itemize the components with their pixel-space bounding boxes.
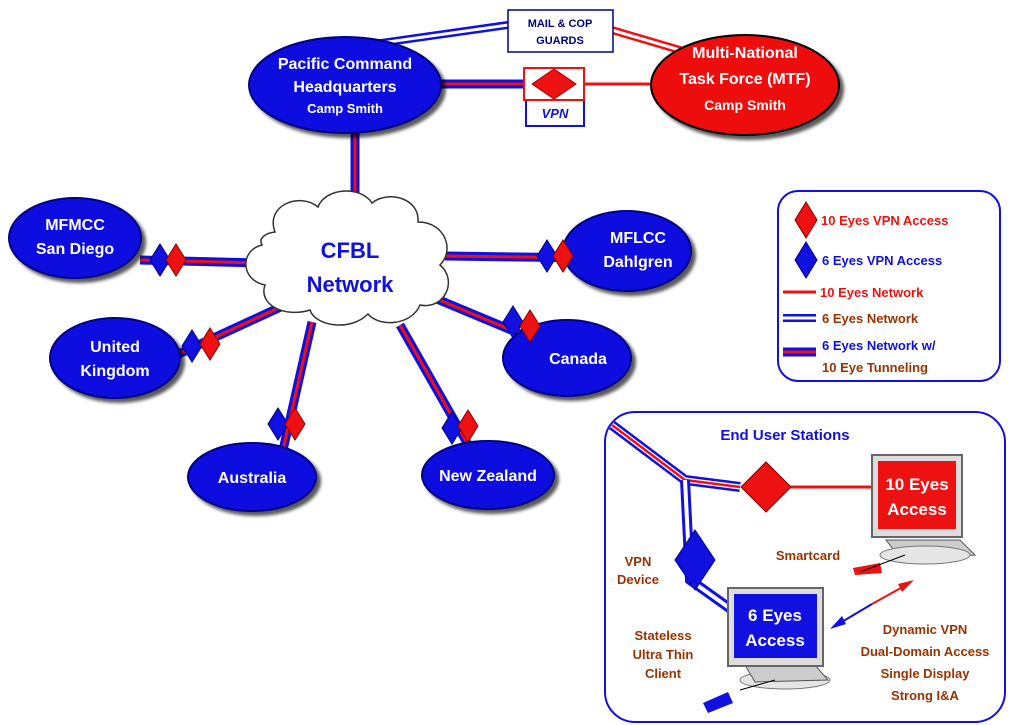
legend: 10 Eyes VPN Access 6 Eyes VPN Access 10 … <box>777 190 1001 382</box>
mflcc-label-2: Dahlgren <box>603 254 672 271</box>
node-australia: Australia <box>187 442 317 512</box>
node-mfmcc: MFMCC San Diego <box>8 197 142 279</box>
australia-label: Australia <box>218 470 287 487</box>
monitor-6-eyes: 6 Eyes Access <box>727 587 831 690</box>
cloud-label-1: CFBL <box>321 238 380 263</box>
legend-item-2: 6 Eyes VPN Access <box>822 253 942 268</box>
node-hq: Pacific Command Headquarters Camp Smith <box>248 36 442 134</box>
blue-diamond-icon <box>441 411 463 445</box>
mtf-label-1: Multi-National <box>692 45 798 62</box>
monitor10-label-2: Access <box>887 500 947 519</box>
node-newzealand: New Zealand <box>421 440 555 510</box>
cfbl-cloud: CFBL Network <box>245 190 450 326</box>
feature-3: Single Display <box>881 666 971 681</box>
vpn-diamond-icon <box>531 68 577 100</box>
end-user-panel: End User Stations VPN Device 10 Eyes Acc… <box>604 411 1006 723</box>
vpn-pair-newzealand <box>441 409 479 445</box>
panel-network-lines <box>608 421 880 617</box>
monitor10-label-1: 10 Eyes <box>885 475 948 494</box>
arrow-right-icon <box>898 580 914 592</box>
client-label-3: Client <box>645 666 682 681</box>
client-label-1: Stateless <box>634 628 691 643</box>
vpn-device-label-2: Device <box>617 572 659 587</box>
node-uk: United Kingdom <box>49 317 181 399</box>
end-user-title: End User Stations <box>720 427 849 444</box>
monitor6-label-2: Access <box>745 631 805 650</box>
feature-2: Dual-Domain Access <box>861 644 990 659</box>
panel-red-diamond-icon <box>740 461 792 513</box>
vpn-device-top: VPN <box>523 67 585 127</box>
legend-item-5a: 6 Eyes Network w/ <box>822 338 936 353</box>
feature-4: Strong I&A <box>891 688 959 703</box>
blue-diamond-icon <box>502 305 524 339</box>
vpn-pair-mflcc <box>536 239 574 273</box>
client-card-icon <box>703 692 733 713</box>
vpn-device-label-1: VPN <box>625 554 652 569</box>
panel-blue-diamond-icon <box>674 529 716 591</box>
monitor6-label-1: 6 Eyes <box>748 606 802 625</box>
blue-diamond-icon <box>536 239 558 273</box>
mtf-label-3: Camp Smith <box>704 97 786 113</box>
blue-diamond-icon <box>149 243 171 277</box>
red-diamond-icon <box>519 309 541 343</box>
arrow-left-icon <box>830 616 846 629</box>
uk-label-1: United <box>90 339 140 356</box>
legend-item-3: 10 Eyes Network <box>820 285 924 300</box>
smartcard-label: Smartcard <box>776 548 840 563</box>
uk-label-2: Kingdom <box>80 363 149 380</box>
legend-item-5b: 10 Eye Tunneling <box>822 360 928 375</box>
vpn-label: VPN <box>542 106 569 121</box>
red-diamond-icon <box>165 243 187 277</box>
legend-blue-diamond-icon <box>794 241 818 279</box>
guards-label-1: MAIL & COP <box>528 18 593 30</box>
legend-item-1: 10 Eyes VPN Access <box>821 213 948 228</box>
mflcc-label-1: MFLCC <box>610 230 666 247</box>
vpn-pair-uk <box>181 327 221 363</box>
red-diamond-icon <box>199 327 221 361</box>
mfmcc-label-1: MFMCC <box>45 217 105 234</box>
node-mflcc: MFLCC Dahlgren <box>562 210 692 292</box>
node-canada: Canada <box>502 319 632 397</box>
monitor-10-eyes: 10 Eyes Access <box>871 454 977 565</box>
dynamic-arrow <box>830 580 914 629</box>
vpn-pair-mfmcc <box>149 243 187 277</box>
red-diamond-icon <box>284 407 306 441</box>
blue-diamond-icon <box>181 329 203 363</box>
legend-red-diamond-icon <box>794 201 818 239</box>
hq-label-1: Pacific Command <box>278 56 412 73</box>
red-diamond-icon <box>457 409 479 443</box>
vpn-pair-australia <box>267 407 306 441</box>
mfmcc-label-2: San Diego <box>36 241 114 258</box>
client-label-2: Ultra Thin <box>633 647 694 662</box>
red-diamond-icon <box>552 239 574 273</box>
blue-diamond-icon <box>267 407 289 441</box>
guards-box: MAIL & COP GUARDS <box>507 9 614 53</box>
canada-label: Canada <box>549 351 607 368</box>
vpn-pair-canada <box>502 305 541 343</box>
legend-item-4: 6 Eyes Network <box>822 311 919 326</box>
guards-label-2: GUARDS <box>536 35 584 47</box>
node-mtf: Multi-National Task Force (MTF) Camp Smi… <box>650 34 840 136</box>
feature-1: Dynamic VPN <box>883 622 968 637</box>
cloud-label-2: Network <box>307 272 395 297</box>
hq-label-3: Camp Smith <box>307 101 383 116</box>
newzealand-label: New Zealand <box>439 468 537 485</box>
hq-label-2: Headquarters <box>293 79 396 96</box>
mtf-label-2: Task Force (MTF) <box>679 71 810 88</box>
